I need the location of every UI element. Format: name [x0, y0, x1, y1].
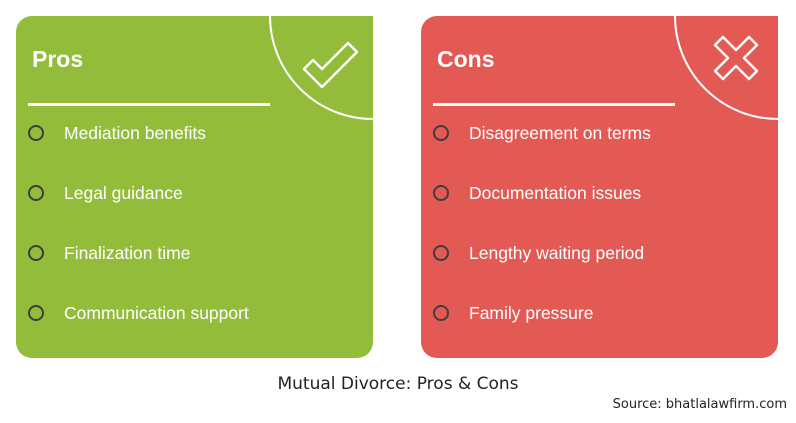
- circle-bullet-icon: [28, 125, 44, 141]
- list-item: Documentation issues: [433, 182, 651, 242]
- circle-bullet-icon: [28, 185, 44, 201]
- item-label: Documentation issues: [469, 183, 642, 203]
- list-item: Family pressure: [433, 302, 651, 358]
- source-credit: Source: bhatlalawfirm.com: [612, 397, 787, 412]
- list-item: Lengthy waiting period: [433, 242, 651, 302]
- list-item: Legal guidance: [28, 182, 249, 242]
- circle-bullet-icon: [433, 305, 449, 321]
- pros-card: Pros Mediation benefits Legal guidance F…: [16, 16, 373, 358]
- caption: Mutual Divorce: Pros & Cons: [277, 374, 519, 394]
- item-label: Lengthy waiting period: [469, 243, 645, 263]
- cross-icon: [713, 35, 759, 81]
- list-item: Disagreement on terms: [433, 122, 651, 182]
- cons-list: Disagreement on terms Documentation issu…: [433, 122, 651, 358]
- circle-bullet-icon: [433, 185, 449, 201]
- item-label: Disagreement on terms: [469, 123, 651, 143]
- item-label: Finalization time: [64, 243, 191, 263]
- circle-bullet-icon: [28, 305, 44, 321]
- item-label: Legal guidance: [64, 183, 183, 203]
- corner-arc: [269, 16, 373, 120]
- circle-bullet-icon: [433, 245, 449, 261]
- list-item: Finalization time: [28, 242, 249, 302]
- pros-title: Pros: [32, 46, 84, 72]
- cons-card: Cons Disagreement on terms Documentation…: [421, 16, 778, 358]
- item-label: Mediation benefits: [64, 123, 207, 143]
- item-label: Communication support: [64, 303, 249, 323]
- list-item: Communication support: [28, 302, 249, 358]
- circle-bullet-icon: [28, 245, 44, 261]
- divider: [28, 103, 270, 106]
- divider: [433, 103, 675, 106]
- cons-title: Cons: [437, 46, 495, 72]
- pros-list: Mediation benefits Legal guidance Finali…: [28, 122, 249, 358]
- circle-bullet-icon: [433, 125, 449, 141]
- checkmark-icon: [302, 41, 359, 89]
- corner-arc: [674, 16, 778, 120]
- item-label: Family pressure: [469, 303, 594, 323]
- list-item: Mediation benefits: [28, 122, 249, 182]
